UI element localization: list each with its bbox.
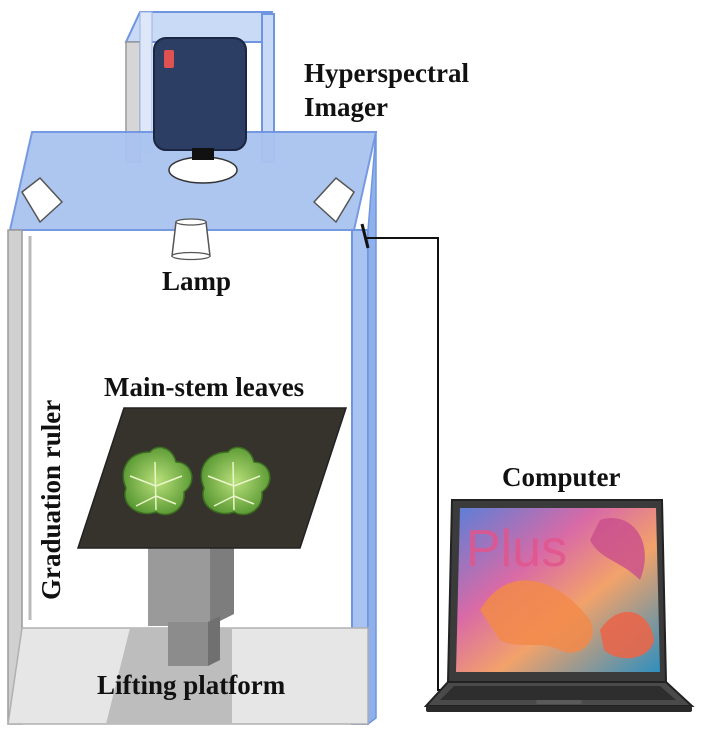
hyperspectral-label: Hyperspectral (304, 58, 469, 88)
graduation-ruler-label: Graduation ruler (36, 399, 66, 600)
camera-aperture (168, 156, 238, 184)
lamp-icon (21, 176, 355, 261)
lifting-platform (148, 536, 234, 666)
imager-label: Imager (304, 92, 388, 122)
computer-label: Computer (502, 462, 621, 492)
lamp-label: Lamp (162, 266, 232, 296)
cotton-leaf-icon (122, 446, 193, 516)
chamber-frame (7, 131, 377, 726)
hyperspectral-camera-icon (153, 37, 247, 160)
lifting-platform-label: Lifting platform (97, 670, 286, 700)
laptop-icon[interactable]: Plus (423, 499, 695, 712)
leaves-label: Main-stem leaves (104, 372, 305, 402)
screen-text: Plus (466, 520, 567, 578)
cotton-leaf-icon (200, 446, 271, 516)
camera-mount (124, 11, 275, 163)
